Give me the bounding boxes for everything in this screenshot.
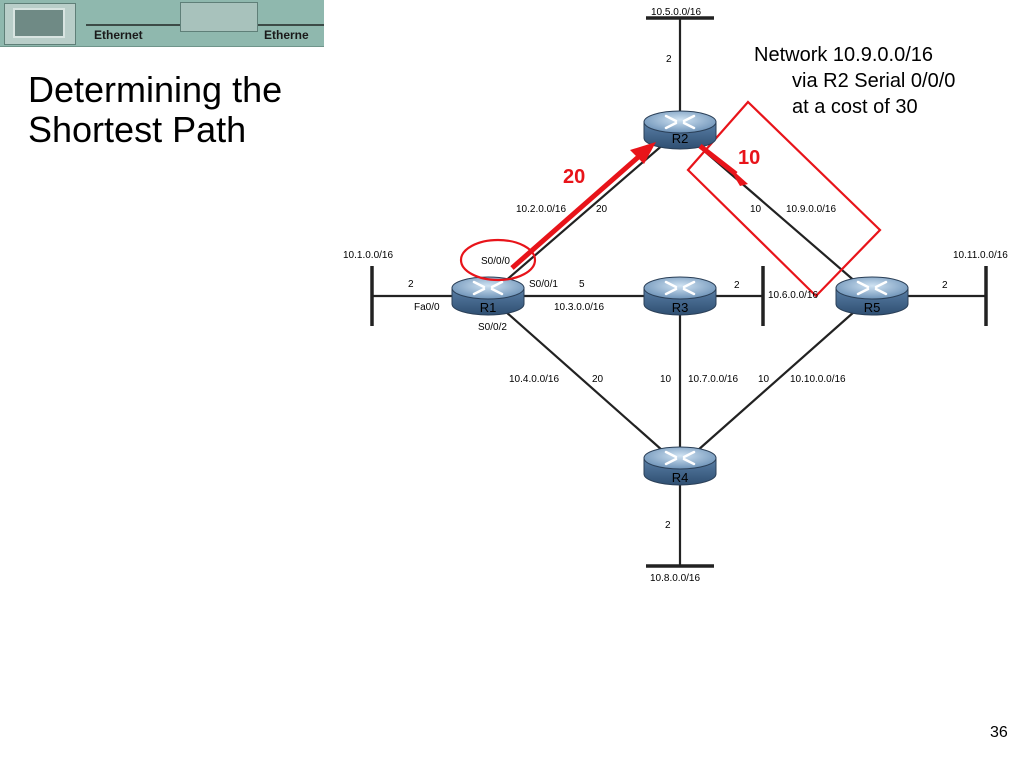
router-label-r2: R2	[672, 131, 689, 146]
net-label-10-9: 10.9.0.0/16	[786, 204, 836, 215]
cost-label-r2-lan: 2	[666, 54, 672, 65]
cost-label-10-2: 20	[596, 204, 608, 215]
link-r1-r4	[487, 295, 681, 467]
link-r1-r2	[487, 129, 681, 297]
annotation-line-1: Network 10.9.0.0/16	[754, 44, 933, 66]
router-label-r3: R3	[672, 300, 689, 315]
router-label-r1: R1	[480, 300, 497, 315]
cost-label-10-9: 10	[750, 204, 762, 215]
router-r2: R2	[642, 109, 718, 151]
computer-icon	[4, 3, 76, 45]
cost-label-10-3: 5	[579, 279, 585, 290]
cost-label-r1-lan: 2	[408, 279, 414, 290]
net-label-10-1: 10.1.0.0/16	[343, 250, 393, 261]
net-label-10-3: 10.3.0.0/16	[554, 302, 604, 313]
annotation-line-2: via R2 Serial 0/0/0	[792, 70, 956, 92]
switch-icon	[180, 2, 258, 32]
path-cost-label-10: 10	[738, 147, 760, 169]
path-arrowhead-r2	[630, 142, 656, 164]
net-label-10-10: 10.10.0.0/16	[790, 374, 846, 385]
cost-label-r5-lan: 2	[942, 280, 948, 291]
banner-label-right: Etherne	[264, 28, 309, 42]
path-arrowhead-r5	[728, 166, 748, 186]
net-label-10-8: 10.8.0.0/16	[650, 573, 700, 584]
router-r4: R4	[642, 445, 718, 487]
interface-label-s0-0-1: S0/0/1	[529, 279, 558, 290]
interface-label-fa0-0: Fa0/0	[414, 302, 440, 313]
path-arrow-r1-r2	[510, 150, 646, 270]
cost-label-10-10: 10	[758, 374, 770, 385]
net-label-10-11: 10.11.0.0/16	[953, 250, 1008, 261]
cost-label-10-7: 10	[660, 374, 672, 385]
router-r5: R5	[834, 275, 910, 317]
slide-title: Determining the Shortest Path	[28, 70, 282, 150]
router-r3: R3	[642, 275, 718, 317]
highlight-box-10-9	[686, 100, 882, 298]
cost-label-10-4: 20	[592, 374, 604, 385]
net-label-10-4: 10.4.0.0/16	[509, 374, 559, 385]
net-label-10-5: 10.5.0.0/16	[651, 7, 701, 18]
net-label-10-6: 10.6.0.0/16	[768, 290, 818, 301]
cost-label-r3-lan: 2	[734, 280, 740, 291]
annotation-line-3: at a cost of 30	[792, 96, 918, 118]
slide-title-line-2: Shortest Path	[28, 109, 247, 150]
router-label-r4: R4	[672, 470, 689, 485]
exit-interface-highlight	[459, 238, 537, 282]
header-banner-image: Ethernet Etherne	[0, 0, 324, 47]
route-annotation: Network 10.9.0.0/16 via R2 Serial 0/0/0 …	[754, 42, 955, 120]
router-r1: R1	[450, 275, 526, 317]
net-label-10-2: 10.2.0.0/16	[516, 204, 566, 215]
link-r5-r4	[679, 295, 873, 467]
cost-label-r4-lan: 2	[665, 520, 671, 531]
path-cost-label-20: 20	[563, 166, 585, 188]
slide-title-line-1: Determining the	[28, 69, 283, 110]
interface-label-s0-0-2: S0/0/2	[478, 322, 507, 333]
banner-label-left: Ethernet	[94, 28, 143, 42]
page-number: 36	[990, 724, 1008, 741]
router-label-r5: R5	[864, 300, 881, 315]
net-label-10-7: 10.7.0.0/16	[688, 374, 738, 385]
interface-label-s0-0-0: S0/0/0	[481, 256, 510, 267]
